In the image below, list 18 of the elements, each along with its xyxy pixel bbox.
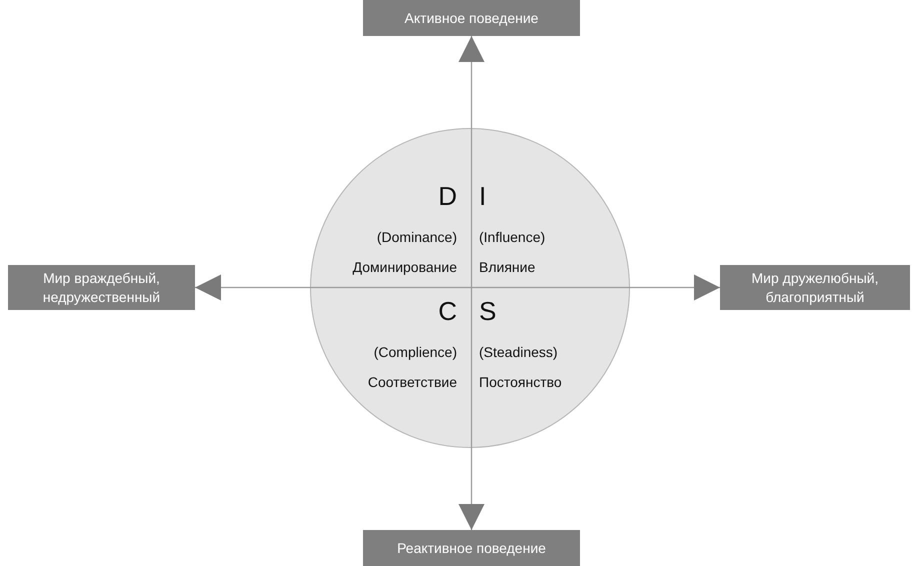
axis-arrow bbox=[458, 36, 484, 530]
quadrant-letter: D bbox=[438, 181, 457, 212]
label-box: Мир враждебный, недружественный bbox=[8, 265, 195, 310]
quadrant-letter: C bbox=[438, 296, 457, 327]
russian-term: Доминирование bbox=[352, 259, 457, 275]
english-term: (Influence) bbox=[479, 229, 546, 245]
english-term: (Complience) bbox=[374, 344, 457, 360]
english-term: (Dominance) bbox=[376, 229, 457, 245]
english-term: (Steadiness) bbox=[479, 344, 558, 360]
quadrant-letter: S bbox=[479, 296, 496, 327]
label-box: Реактивное поведение bbox=[363, 530, 580, 566]
russian-term: Влияние bbox=[479, 259, 536, 275]
label-box: Мир дружелюбный, благоприятный bbox=[720, 265, 910, 310]
russian-term: Постоянство bbox=[479, 374, 562, 390]
label-box: Активное поведение bbox=[363, 0, 580, 36]
russian-term: Соответствие bbox=[368, 374, 457, 390]
axis-arrow bbox=[195, 274, 720, 300]
quadrant-letter: I bbox=[479, 181, 486, 212]
